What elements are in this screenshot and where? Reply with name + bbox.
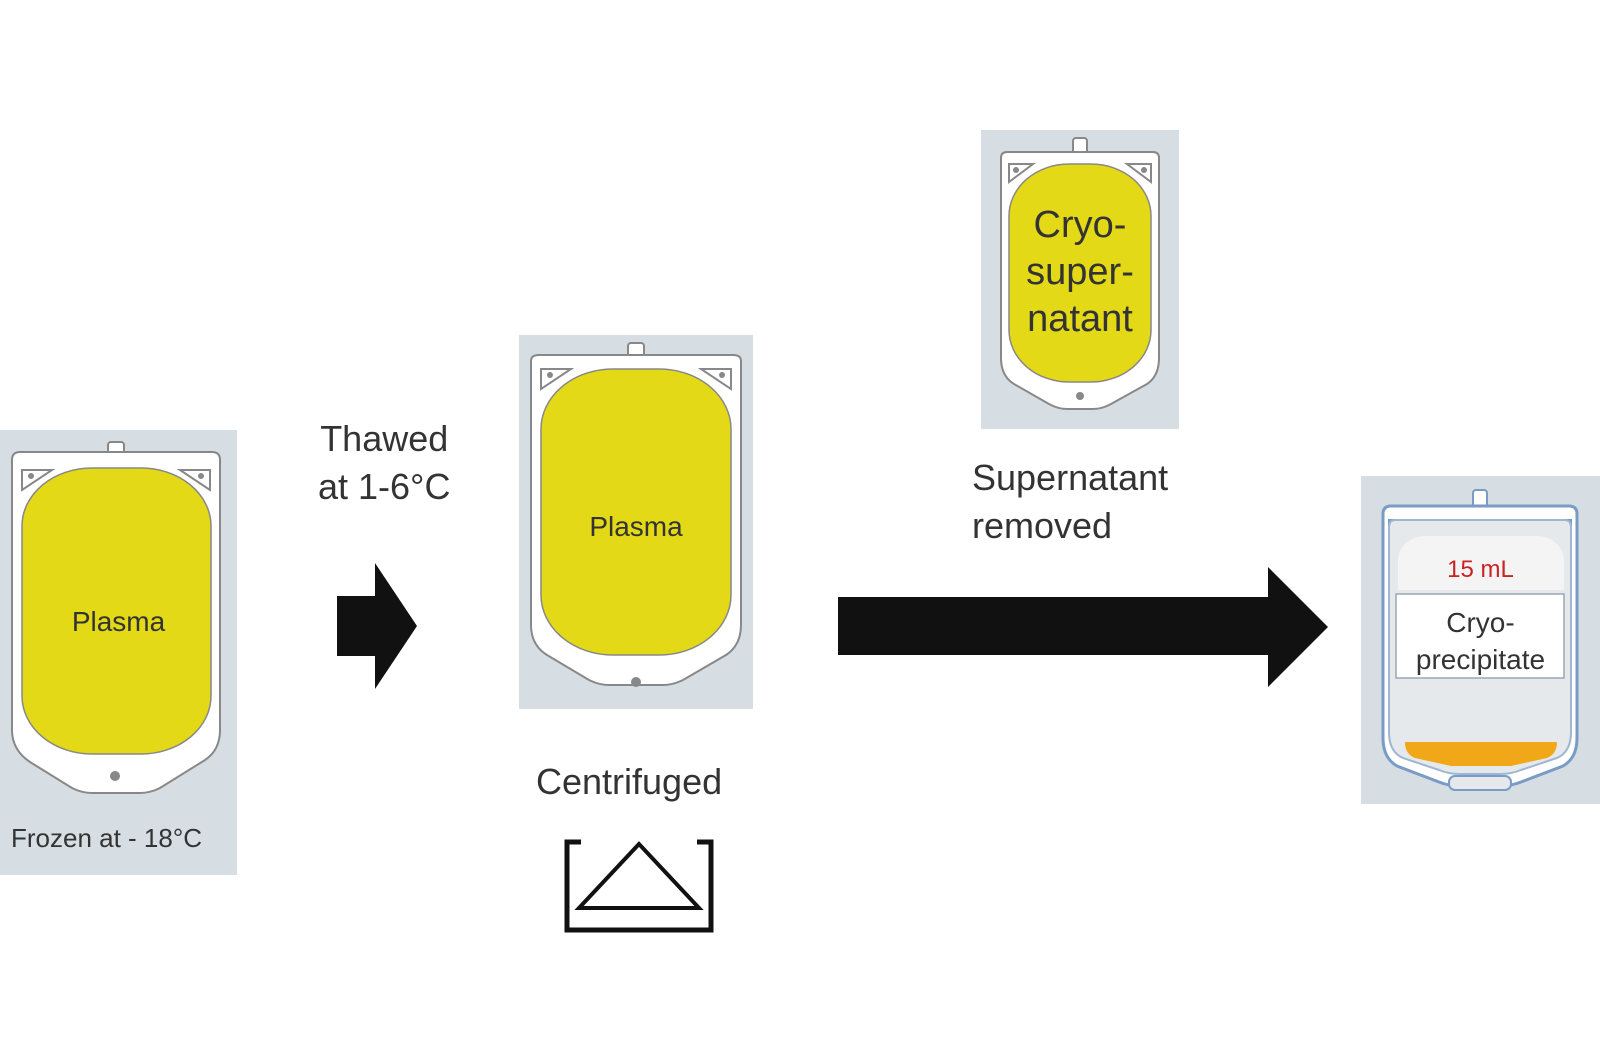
supernatant-line-2: super- bbox=[1026, 251, 1134, 293]
remove-line-2: removed bbox=[972, 505, 1113, 546]
volume-label: 15 mL bbox=[1447, 556, 1514, 583]
bag-content-label: Plasma bbox=[589, 511, 683, 542]
frozen-plasma-bag bbox=[11, 441, 221, 794]
cryo-line-1: Cryo- bbox=[1446, 607, 1515, 638]
supernatant-label: Cryo- super- natant bbox=[981, 202, 1179, 343]
centrifuged-caption: Centrifuged bbox=[536, 761, 723, 802]
frozen-plasma-panel: Plasma Frozen at - 18°C bbox=[0, 430, 237, 875]
frozen-caption: Frozen at - 18°C bbox=[11, 823, 203, 853]
centrifuged-plasma-panel: Plasma bbox=[519, 335, 753, 709]
remove-line-1: Supernatant bbox=[972, 457, 1169, 498]
thaw-step-label: Thawed at 1-6°C bbox=[318, 415, 450, 511]
supernatant-bag bbox=[1000, 137, 1160, 410]
cryo-line-2: precipitate bbox=[1415, 644, 1546, 675]
centrifuge-icon bbox=[564, 839, 714, 933]
thaw-line-2: at 1-6°C bbox=[318, 466, 451, 507]
plasma-fill bbox=[540, 368, 732, 656]
bag-content-label: Plasma bbox=[71, 606, 166, 637]
supernatant-panel: Cryo- super- natant bbox=[981, 130, 1179, 429]
cryoprecipitate-label: Cryo- precipitate bbox=[1361, 604, 1600, 678]
cryoprecipitate-panel: 15 mL Cryo- precipitate bbox=[1361, 476, 1600, 804]
plasma-fill bbox=[21, 467, 212, 755]
supernatant-line-3: natant bbox=[1027, 298, 1133, 340]
arrow-right-icon bbox=[838, 567, 1328, 687]
supernatant-fill bbox=[1008, 163, 1152, 383]
supernatant-line-1: Cryo- bbox=[1033, 204, 1127, 246]
cryoprecipitate-bag bbox=[1381, 489, 1579, 791]
centrifuged-plasma-bag bbox=[530, 342, 742, 687]
thaw-line-1: Thawed bbox=[320, 418, 449, 459]
remove-step-label: Supernatant removed bbox=[972, 454, 1168, 550]
arrow-right-icon bbox=[337, 563, 417, 689]
precipitate-layer bbox=[1405, 742, 1557, 766]
